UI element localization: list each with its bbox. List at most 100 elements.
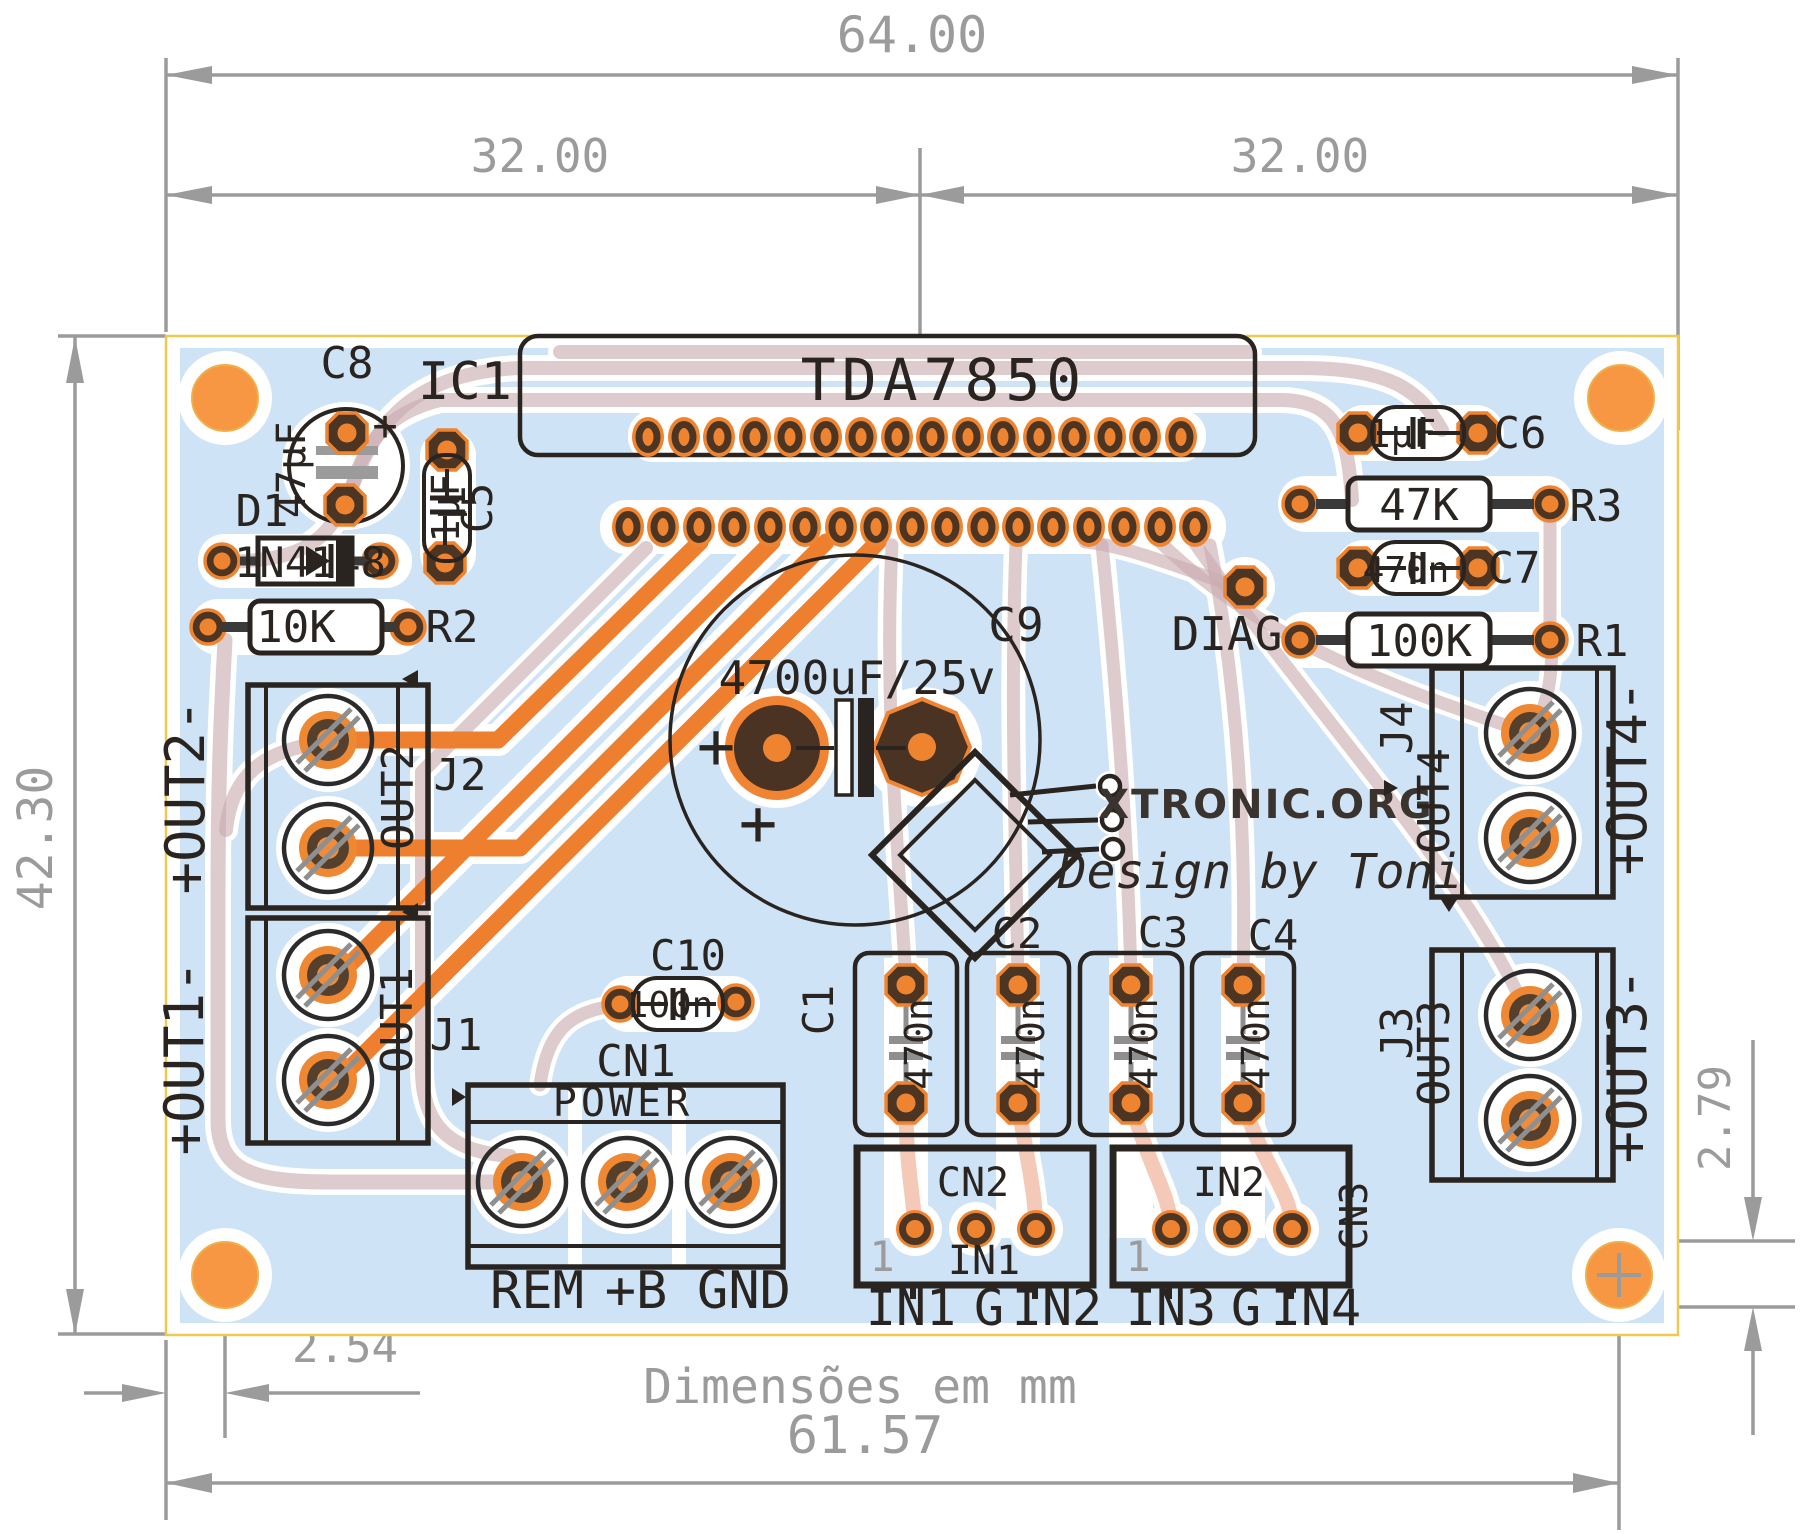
c2-value-label: 470n bbox=[1009, 998, 1053, 1090]
cn2-channel-label: IN1 bbox=[948, 1238, 1020, 1284]
dim-hole-margin: 2.79 bbox=[1690, 1065, 1741, 1171]
c2-ref-label: C2 bbox=[992, 909, 1043, 958]
connector-j3: J3 OUT3 +OUT3- bbox=[1372, 947, 1659, 1183]
dimension-annotations: 64.00 32.00 32.00 42.30 2.54 61.57 2.79 … bbox=[8, 6, 1795, 1530]
connector-j2: OUT2 J2 +OUT2- bbox=[154, 670, 487, 911]
pin-label-in3: IN3 bbox=[1126, 1279, 1216, 1337]
j1-ref-label: J1 bbox=[430, 1010, 483, 1061]
component-c7: 470n C7 bbox=[1336, 540, 1541, 596]
c3-ref-label: C3 bbox=[1138, 908, 1189, 957]
c6-ref-label: C6 bbox=[1494, 408, 1547, 459]
ic1-part-label: TDA7850 bbox=[801, 346, 1087, 414]
site-logo-text: XTRONIC.ORG bbox=[1098, 782, 1433, 828]
r2-ref-label: R2 bbox=[426, 602, 479, 653]
input-pin-labels: IN1 G IN2 IN3 G IN4 bbox=[866, 1279, 1361, 1337]
transistor-footprint bbox=[867, 747, 1126, 963]
mounting-hole-top-left bbox=[191, 364, 259, 432]
pin-label-in1: IN1 bbox=[866, 1279, 956, 1337]
cn1-ref-label: CN1 bbox=[596, 1036, 675, 1087]
c7-ref-label: C7 bbox=[1488, 543, 1541, 594]
j2-ref-label: J2 bbox=[434, 750, 487, 801]
c10-value-label: 100n bbox=[627, 985, 714, 1026]
j3-ref-label: J3 bbox=[1372, 1007, 1423, 1060]
component-c5: 1µF C5 bbox=[422, 428, 502, 585]
component-c6: 1µF C6 bbox=[1336, 405, 1547, 461]
cn3-channel-label: IN2 bbox=[1193, 1160, 1265, 1206]
c7-value-label: 470n bbox=[1363, 550, 1450, 591]
credit-text: Design by Toni bbox=[1057, 844, 1463, 900]
component-c8: + C8 47µF bbox=[269, 338, 405, 527]
j4-ref-label: J4 bbox=[1372, 702, 1423, 755]
j4-name-label: OUT4 bbox=[1409, 748, 1460, 854]
cn1-pin-label-gnd: GND bbox=[697, 1261, 791, 1321]
dim-width-right: 32.00 bbox=[1231, 129, 1369, 183]
ic1-ref-label: IC1 bbox=[418, 352, 512, 412]
cn1-title-label: POWER bbox=[553, 1080, 693, 1126]
r1-ref-label: R1 bbox=[1576, 616, 1629, 667]
cn3-ref-label: CN3 bbox=[1332, 1182, 1376, 1251]
diag-test-point: DIAG bbox=[1172, 565, 1283, 661]
ic1-pin-row-bottom bbox=[612, 507, 1211, 547]
connector-cn3: IN2 1 CN3 bbox=[1109, 1144, 1376, 1299]
c3-value-label: 470n bbox=[1122, 998, 1166, 1090]
dim-width-total: 64.00 bbox=[837, 6, 988, 64]
component-c3: C3 470n bbox=[1080, 908, 1188, 1135]
component-c9: 4700uF/25v C9 + + bbox=[668, 553, 1044, 927]
r2-value-label: 10K bbox=[256, 602, 336, 653]
component-ic1: IC1 TDA7850 bbox=[418, 333, 1258, 547]
component-c4: C4 470n bbox=[1192, 911, 1298, 1135]
branding: XTRONIC.ORG Design by Toni bbox=[1057, 782, 1463, 900]
dim-width-left: 32.00 bbox=[471, 129, 609, 183]
component-r1: 100K R1 bbox=[1281, 611, 1629, 669]
mounting-holes bbox=[191, 364, 1655, 1309]
diag-label: DIAG bbox=[1172, 607, 1283, 661]
cn2-pin1-marker: 1 bbox=[869, 1232, 894, 1281]
component-c2: C2 470n bbox=[967, 909, 1069, 1135]
component-c10: C10 100n bbox=[601, 931, 755, 1032]
r1-value-label: 100K bbox=[1366, 616, 1472, 667]
pin-label-g2: G bbox=[1231, 1279, 1261, 1337]
units-note: Dimensões em mm bbox=[643, 1359, 1076, 1415]
c8-plus-mark: + bbox=[372, 401, 397, 450]
mounting-hole-top-right bbox=[1587, 364, 1655, 432]
c9-plus-mark-2: + bbox=[739, 787, 778, 861]
c10-ref-label: C10 bbox=[650, 931, 726, 980]
c8-ref-label: C8 bbox=[321, 338, 374, 389]
component-c1: C1 470n bbox=[794, 953, 957, 1135]
connector-j4: J4 OUT4 +OUT4- bbox=[1372, 665, 1659, 912]
c5-ref-label: C5 bbox=[453, 483, 502, 534]
component-r3: 47K R3 bbox=[1281, 475, 1623, 533]
connector-cn2: CN2 1 IN1 bbox=[853, 1144, 1097, 1299]
component-d1: D1 1N4148 bbox=[203, 486, 399, 587]
cn3-pin1-marker: 1 bbox=[1125, 1232, 1150, 1281]
connector-j1: OUT1 J1 +OUT1- bbox=[153, 903, 482, 1156]
c6-value-label: 1µF bbox=[1368, 412, 1437, 456]
cn1-pin-label-rem: REM bbox=[490, 1261, 584, 1321]
d1-ref-label: D1 bbox=[236, 486, 289, 537]
j1-name-label: OUT1 bbox=[372, 967, 423, 1073]
j4-output-label: +OUT4- bbox=[1596, 680, 1659, 875]
c1-value-label: 470n bbox=[897, 998, 941, 1090]
r3-ref-label: R3 bbox=[1570, 481, 1623, 532]
j2-output-label: +OUT2- bbox=[154, 699, 217, 894]
c5-value-label: 1µF bbox=[424, 474, 468, 543]
c8-value-label: 47µF bbox=[269, 422, 315, 518]
dim-hole-span: 61.57 bbox=[787, 1406, 944, 1466]
pin-label-in4: IN4 bbox=[1271, 1279, 1361, 1337]
j1-output-label: +OUT1- bbox=[153, 960, 216, 1155]
component-r2: 10K R2 bbox=[189, 598, 479, 656]
connector-cn1: CN1 POWER REM +B GND bbox=[452, 1036, 791, 1321]
r3-value-label: 47K bbox=[1379, 480, 1459, 531]
j2-name-label: OUT2 bbox=[373, 744, 424, 850]
c4-value-label: 470n bbox=[1234, 998, 1278, 1090]
c9-ref-label: C9 bbox=[988, 598, 1043, 652]
pin-label-g1: G bbox=[974, 1279, 1004, 1337]
c9-value-label: 4700uF/25v bbox=[719, 651, 996, 705]
cn2-ref-label: CN2 bbox=[937, 1160, 1009, 1206]
mounting-hole-bottom-left bbox=[191, 1241, 259, 1309]
pin-label-in2: IN2 bbox=[1012, 1279, 1102, 1337]
c4-ref-label: C4 bbox=[1248, 911, 1299, 960]
j3-output-label: +OUT3- bbox=[1596, 968, 1659, 1163]
